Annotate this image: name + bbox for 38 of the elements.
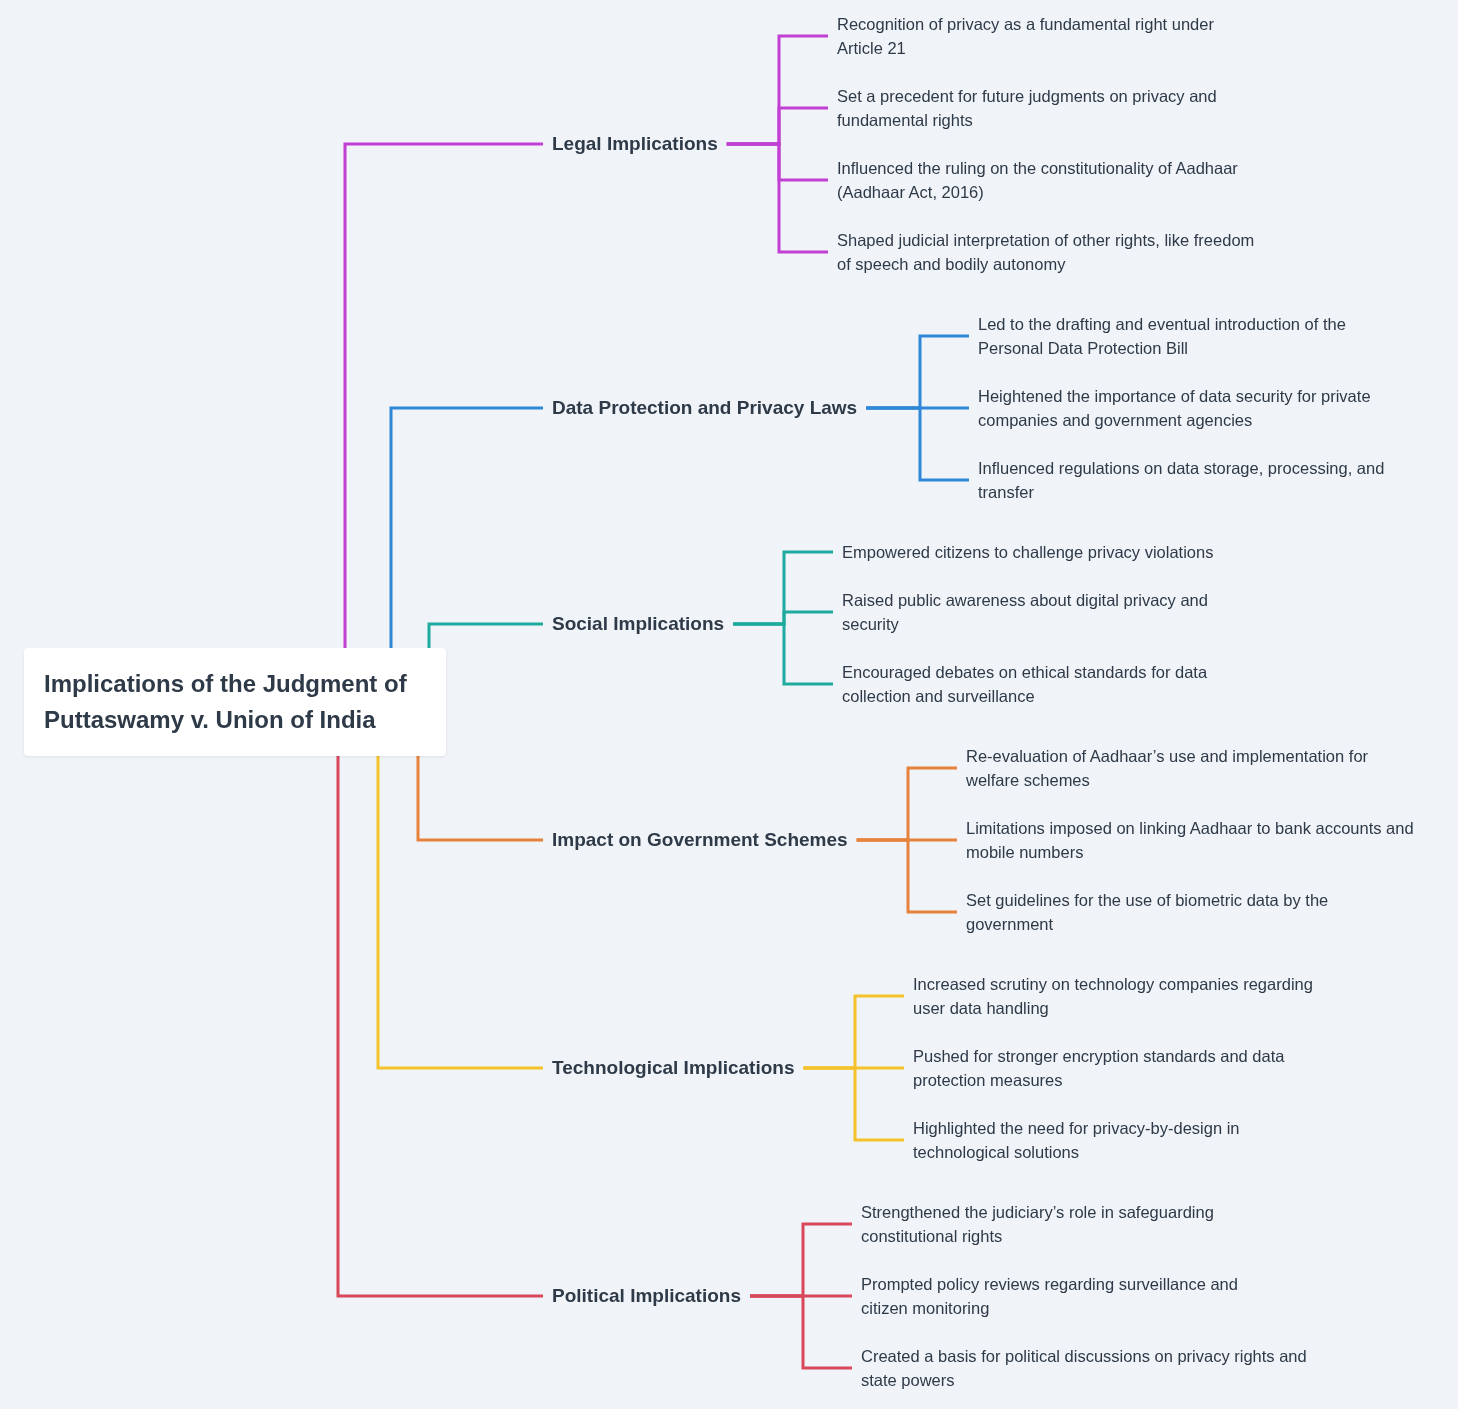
branch-heading: Social Implications bbox=[543, 612, 734, 636]
branch-heading: Technological Implications bbox=[543, 1056, 804, 1080]
connector-line bbox=[336, 756, 543, 1298]
branch-point-text: Set guidelines for the use of biometric data by the government bbox=[957, 888, 1377, 936]
branch-point-text: Heightened the importance of data security for private companies and government agencies bbox=[969, 384, 1414, 432]
branch-point-text: Created a basis for political discussions on privacy rights and state powers bbox=[852, 1344, 1312, 1392]
connector-line bbox=[389, 406, 543, 648]
connector-line bbox=[803, 1066, 904, 1142]
connector-line bbox=[866, 406, 969, 482]
connector-line bbox=[750, 1294, 852, 1370]
connector-line bbox=[856, 838, 957, 914]
branch-point-text: Recognition of privacy as a fundamental right under Article 21 bbox=[828, 12, 1258, 60]
branch-point-text: Raised public awareness about digital privacy and security bbox=[833, 588, 1253, 636]
branch-point-text: Strengthened the judiciary’s role in safeguarding constitutional rights bbox=[852, 1200, 1272, 1248]
branch-heading: Data Protection and Privacy Laws bbox=[543, 396, 867, 420]
branch-heading: Impact on Government Schemes bbox=[543, 828, 857, 852]
branch-point-text: Encouraged debates on ethical standards for data collection and surveillance bbox=[833, 660, 1253, 708]
branch-point-text: Pushed for stronger encryption standards and data protection measures bbox=[904, 1044, 1324, 1092]
branch-point-text: Highlighted the need for privacy-by-design in technological solutions bbox=[904, 1116, 1304, 1164]
connector-line bbox=[343, 142, 543, 648]
connector-line bbox=[416, 756, 543, 842]
branch-heading: Legal Implications bbox=[543, 132, 727, 156]
branch-point-text: Led to the drafting and eventual introduction of the Personal Data Protection Bill bbox=[969, 312, 1414, 360]
root-topic-box: Implications of the Judgment of Puttaswamy v. Union of India bbox=[24, 648, 446, 756]
branch-point-text: Shaped judicial interpretation of other rights, like freedom of speech and bodily autonomy bbox=[828, 228, 1258, 276]
branch-point-text: Influenced regulations on data storage, processing, and transfer bbox=[969, 456, 1419, 504]
branch-point-text: Prompted policy reviews regarding surveillance and citizen monitoring bbox=[852, 1272, 1272, 1320]
branch-point-text: Influenced the ruling on the constitutionality of Aadhaar (Aadhaar Act, 2016) bbox=[828, 156, 1278, 204]
branch-point-text: Set a precedent for future judgments on privacy and fundamental rights bbox=[828, 84, 1258, 132]
branch-point-text: Empowered citizens to challenge privacy violations bbox=[833, 540, 1273, 564]
connector-line bbox=[726, 142, 828, 254]
branch-point-text: Increased scrutiny on technology companies regarding user data handling bbox=[904, 972, 1344, 1020]
connector-line bbox=[427, 622, 543, 648]
connector-line bbox=[376, 756, 543, 1070]
connector-line bbox=[733, 622, 833, 686]
branch-point-text: Re-evaluation of Aadhaar’s use and implementation for welfare schemes bbox=[957, 744, 1407, 792]
branch-heading: Political Implications bbox=[543, 1284, 750, 1308]
branch-point-text: Limitations imposed on linking Aadhaar to bank accounts and mobile numbers bbox=[957, 816, 1417, 864]
